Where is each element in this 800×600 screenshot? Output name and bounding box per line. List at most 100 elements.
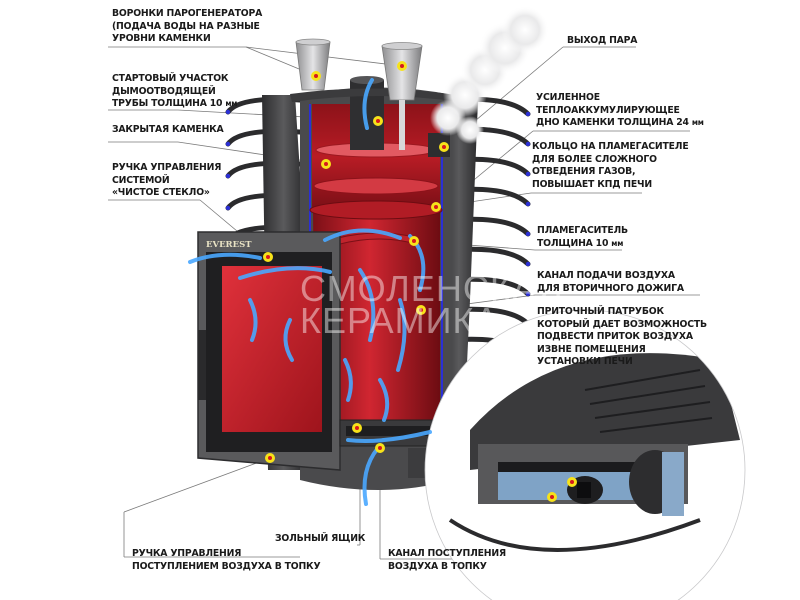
inset-border (424, 309, 746, 600)
callout-marker (439, 142, 449, 152)
steam-cloud (430, 6, 549, 144)
label-line: УСИЛЕННОЕ (536, 92, 600, 103)
callout-marker (397, 61, 407, 71)
label-line: КОЛЬЦО НА ПЛАМЕГАСИТЕЛЕ (532, 141, 689, 152)
label-line: ДЛЯ БОЛЕЕ СЛОЖНОГО (532, 153, 657, 165)
label-air-control-handle: РУЧКА УПРАВЛЕНИЯ ПОСТУПЛЕНИЕМ ВОЗДУХА В … (132, 548, 321, 573)
airflow-arrow (396, 298, 407, 372)
label-line: ДЛЯ ВТОРИЧНОГО ДОЖИГА (537, 282, 684, 294)
rib-end-cap (525, 141, 531, 147)
label-heater-bottom: УСИЛЕННОЕ ТЕПЛОАККУМУЛИРУЮЩЕЕ ДНО КАМЕНК… (536, 92, 704, 130)
rib-end-cap (525, 111, 531, 117)
label-closed-heater: ЗАКРЫТАЯ КАМЕНКА (112, 124, 224, 137)
funnel-tube (399, 100, 405, 150)
airflow-arrow (362, 78, 374, 130)
label-line: КАНАЛ ПОДАЧИ ВОЗДУХА (537, 270, 675, 281)
label-clean-glass-handle: РУЧКА УПРАВЛЕНИЯ СИСТЕМОЙ «ЧИСТОЕ СТЕКЛО… (112, 162, 221, 200)
label-line: ЗАКРЫТАЯ КАМЕНКА (112, 124, 224, 135)
funnel-left-rim (295, 38, 331, 46)
airflow-arrow (362, 446, 380, 506)
chimney-top (350, 76, 384, 84)
airflow-arrow (323, 228, 402, 242)
watermark-line-1: СМОЛЕНСКАЯ (300, 268, 564, 309)
callout-marker (547, 492, 557, 502)
callout-marker (409, 236, 419, 246)
label-line: УСТАНОВКИ ПЕЧИ (537, 356, 633, 368)
callout-marker (416, 305, 426, 315)
callout-marker (431, 202, 441, 212)
label-line: КОТОРЫЙ ДАЕТ ВОЗМОЖНОСТЬ (537, 318, 707, 330)
callout-markers (263, 61, 577, 502)
label-line: ВОРОНКИ ПАРОГЕНЕРАТОРА (112, 8, 263, 19)
callout-marker (375, 443, 385, 453)
label-flame-ring: КОЛЬЦО НА ПЛАМЕГАСИТЕЛЕ ДЛЯ БОЛЕЕ СЛОЖНО… (532, 141, 689, 191)
inner-outline (309, 104, 443, 430)
label-line: ИЗВНЕ ПОМЕЩЕНИЯ (537, 343, 646, 355)
label-steam-outlet: ВЫХОД ПАРА (567, 35, 637, 48)
inset-detail (425, 310, 745, 600)
label-line: СИСТЕМОЙ (112, 174, 170, 186)
label-flame-arrester: ПЛАМЕГАСИТЕЛЬ ТОЛЩИНА 10 мм (537, 225, 628, 250)
label-line: ДЫМООТВОДЯЩЕЙ (112, 85, 216, 97)
label-line: УРОВНИ КАМЕНКИ (112, 33, 211, 45)
label-line: (ПОДАЧА ВОДЫ НА РАЗНЫЕ (112, 20, 260, 32)
label-line: ВОЗДУХА В ТОПКУ (388, 560, 487, 572)
rib-end-cap (225, 205, 231, 211)
label-line: ЗОЛЬНЫЙ ЯЩИК (275, 533, 366, 544)
label-chimney-start: СТАРТОВЫЙ УЧАСТОК ДЫМООТВОДЯЩЕЙ ТРУБЫ ТО… (112, 73, 237, 111)
label-steam-funnels: ВОРОНКИ ПАРОГЕНЕРАТОРА (ПОДАЧА ВОДЫ НА Р… (112, 8, 262, 46)
rib-end-cap (525, 291, 531, 297)
airflow-arrow (248, 298, 258, 342)
label-line: ПОВЫШАЕТ КПД ПЕЧИ (532, 178, 652, 190)
callout-marker (373, 116, 383, 126)
brand-logo: EVEREST (206, 240, 252, 250)
door-glass (222, 266, 322, 432)
label-line: ДНО КАМЕНКИ ТОЛЩИНА 24 (536, 117, 689, 129)
airflow-arrow (188, 252, 262, 264)
label-line: ПОСТУПЛЕНИЕМ ВОЗДУХА В ТОПКУ (132, 560, 321, 572)
label-line: ПЛАМЕГАСИТЕЛЬ (537, 225, 628, 236)
label-line: КАНАЛ ПОСТУПЛЕНИЯ (388, 548, 506, 559)
airflow-arrow (358, 268, 376, 342)
callout-marker (352, 423, 362, 433)
heater-plate-lower (313, 177, 439, 195)
rib-end-cap (225, 141, 231, 147)
label-unit: мм (611, 238, 624, 248)
callout-marker (265, 453, 275, 463)
label-line: ВЫХОД ПАРА (567, 35, 638, 46)
label-line: ТЕПЛОАККУМУЛИРУЮЩЕЕ (536, 104, 680, 116)
label-ash-box: ЗОЛЬНЫЙ ЯЩИК (275, 533, 365, 546)
label-line: СТАРТОВЫЙ УЧАСТОК (112, 73, 229, 84)
leader-lines (108, 46, 700, 560)
airflow-arrows (188, 78, 432, 506)
label-unit: мм (225, 99, 238, 109)
airflow-arrow (346, 430, 432, 443)
callout-marker (263, 252, 273, 262)
label-line: ТРУБЫ ТОЛЩИНА 10 (112, 98, 223, 110)
rib-end-cap (525, 171, 531, 177)
heater-bottom-plate (309, 200, 443, 220)
label-line: РУЧКА УПРАВЛЕНИЯ (132, 548, 242, 559)
label-line: «ЧИСТОЕ СТЕКЛО» (112, 187, 210, 199)
steam-funnel-left (295, 41, 331, 91)
label-line: ТОЛЩИНА 10 (537, 237, 609, 249)
ash-box-slot (346, 426, 430, 436)
funnel-right-rim (381, 42, 423, 50)
label-inlet-pipe: ПРИТОЧНЫЙ ПАТРУБОК КОТОРЫЙ ДАЕТ ВОЗМОЖНО… (537, 306, 707, 369)
rib-end-cap (525, 261, 531, 267)
airflow-arrow (238, 266, 332, 280)
callout-marker (567, 477, 577, 487)
label-line: ПРИТОЧНЫЙ ПАТРУБОК (537, 306, 664, 317)
watermark-line-2: КЕРАМИКА (300, 300, 500, 341)
rib-end-cap (525, 231, 531, 237)
label-air-channel: КАНАЛ ПОСТУПЛЕНИЯ ВОЗДУХА В ТОПКУ (388, 548, 506, 573)
door-hinge (198, 330, 206, 400)
callout-marker (321, 159, 331, 169)
airflow-arrow (283, 318, 294, 362)
rib-end-cap (525, 201, 531, 207)
label-secondary-air: КАНАЛ ПОДАЧИ ВОЗДУХА ДЛЯ ВТОРИЧНОГО ДОЖИ… (537, 270, 684, 295)
airflow-arrow (378, 378, 390, 422)
label-line: ПОДВЕСТИ ПРИТОК ВОЗДУХА (537, 331, 693, 343)
